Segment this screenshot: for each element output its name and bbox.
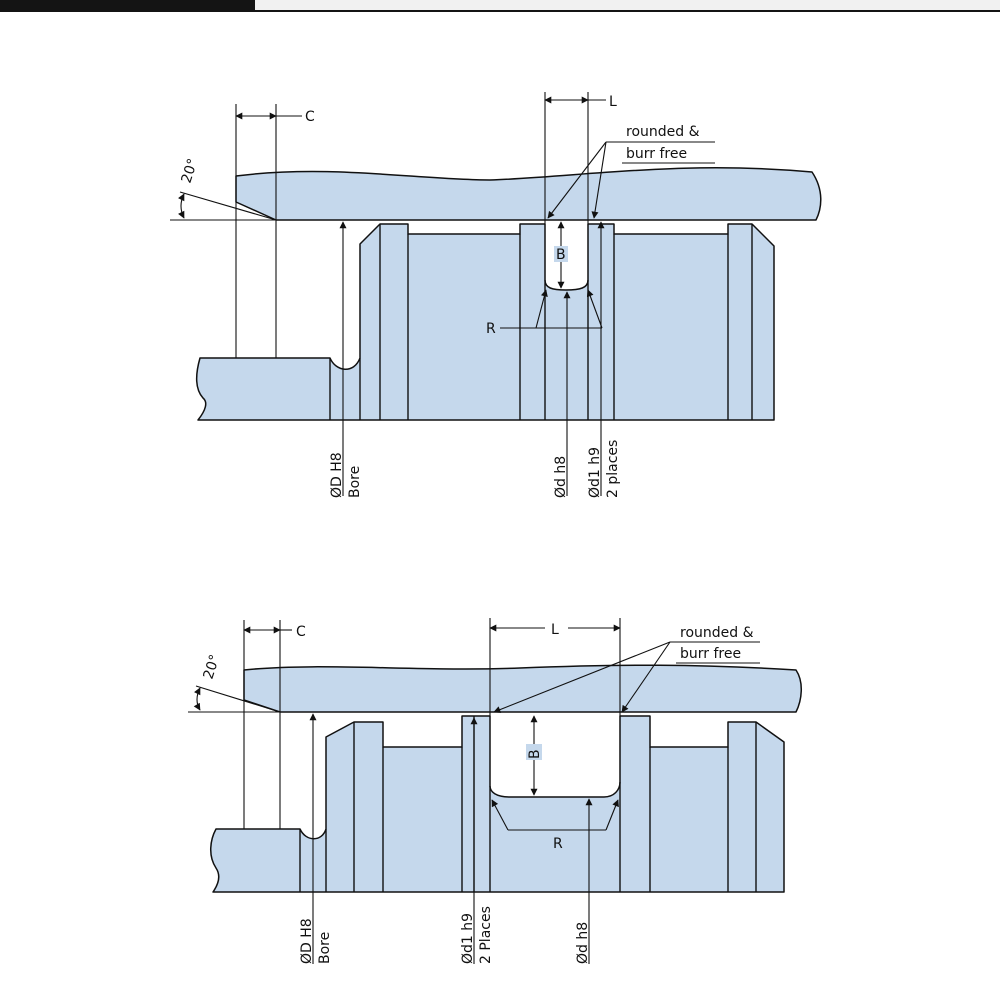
bottom-bore-label-2: Bore bbox=[317, 932, 333, 964]
bottom-label-l: L bbox=[551, 622, 559, 638]
header-bar-dark bbox=[0, 0, 255, 12]
housing-top bbox=[235, 167, 822, 221]
bottom-bore-label-1: ØD H8 bbox=[299, 918, 315, 964]
housing-bottom bbox=[243, 664, 802, 713]
bottom-groove-d-label: Ød h8 bbox=[575, 922, 591, 964]
top-label-r: R bbox=[486, 321, 496, 337]
top-label-b: B bbox=[556, 247, 566, 263]
header-bar-light bbox=[255, 0, 1000, 12]
top-bore-label-1: ØD H8 bbox=[329, 452, 345, 498]
top-note-line1: rounded & bbox=[626, 124, 700, 140]
bottom-note-line1: rounded & bbox=[680, 625, 754, 641]
top-groove-d-label: Ød h8 bbox=[553, 456, 569, 498]
top-land-d1-label: Ød1 h9 bbox=[587, 447, 603, 498]
diagram-top: C 20° L rounded & burr free B R bbox=[170, 92, 822, 498]
bottom-label-b: B bbox=[527, 749, 543, 759]
top-angle-label: 20° bbox=[179, 157, 202, 186]
top-bore-label-2: Bore bbox=[347, 466, 363, 498]
top-land-places-label: 2 places bbox=[605, 440, 621, 498]
top-label-l: L bbox=[609, 94, 617, 110]
bottom-label-c: C bbox=[296, 624, 306, 640]
piston-top bbox=[195, 223, 775, 421]
bottom-land-places-label: 2 Places bbox=[478, 906, 494, 964]
piston-bottom bbox=[210, 715, 785, 893]
top-label-c: C bbox=[305, 109, 315, 125]
bottom-land-d1-label: Ød1 h9 bbox=[460, 913, 476, 964]
diagram-bottom: C 20° L rounded & burr free B R bbox=[188, 618, 802, 964]
bottom-label-r: R bbox=[553, 836, 563, 852]
bottom-angle-label: 20° bbox=[201, 653, 224, 682]
top-note-line2: burr free bbox=[626, 146, 687, 162]
bottom-note-line2: burr free bbox=[680, 646, 741, 662]
